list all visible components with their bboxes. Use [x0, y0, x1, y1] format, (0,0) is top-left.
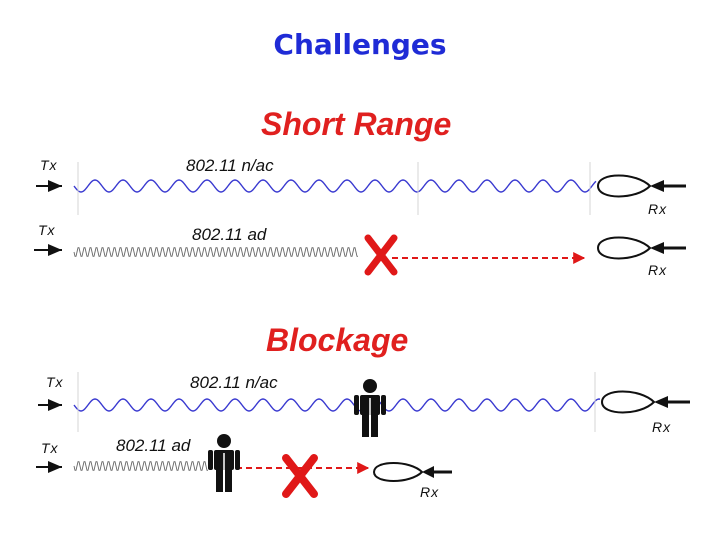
wave-path [73, 179, 597, 193]
rx-label: Rx [652, 419, 672, 435]
blocked-x-icon [282, 454, 318, 498]
antenna-tx-icon [36, 180, 62, 192]
antenna-tx-icon [34, 244, 62, 256]
standard-label: 802.11 ad [192, 225, 267, 244]
frame-lines [77, 162, 596, 432]
antenna-rx-icon [596, 174, 686, 198]
antenna-rx-icon [596, 236, 686, 260]
rx-label: Rx [420, 484, 440, 500]
mmwave-wave [73, 461, 208, 471]
tx-label: Tx [38, 222, 56, 238]
wave-path [73, 247, 358, 257]
short-range-heading: Short Range [261, 106, 452, 142]
wave-path [73, 461, 208, 471]
low-frequency-wave [73, 398, 601, 412]
slide-title: Challenges [273, 28, 447, 61]
standard-label: 802.11 n/ac [186, 156, 274, 175]
antenna-rx-icon [600, 390, 690, 414]
blocked-x-icon [364, 234, 398, 276]
rx-label: Rx [648, 262, 668, 278]
standard-label: 802.11 n/ac [190, 373, 278, 392]
standard-label: 802.11 ad [116, 436, 191, 455]
wave-path [73, 398, 601, 412]
person-icon [354, 379, 386, 437]
antenna-tx-icon [36, 461, 62, 473]
tx-label: Tx [46, 374, 64, 390]
mmwave-wave [73, 247, 358, 257]
person-icon [208, 434, 240, 492]
antenna-rx-icon [372, 462, 452, 482]
blockage-heading: Blockage [266, 322, 409, 358]
rx-label: Rx [648, 201, 668, 217]
low-frequency-wave [73, 179, 597, 193]
tx-label: Tx [41, 440, 59, 456]
antenna-tx-icon [38, 399, 62, 411]
tx-label: Tx [40, 157, 58, 173]
